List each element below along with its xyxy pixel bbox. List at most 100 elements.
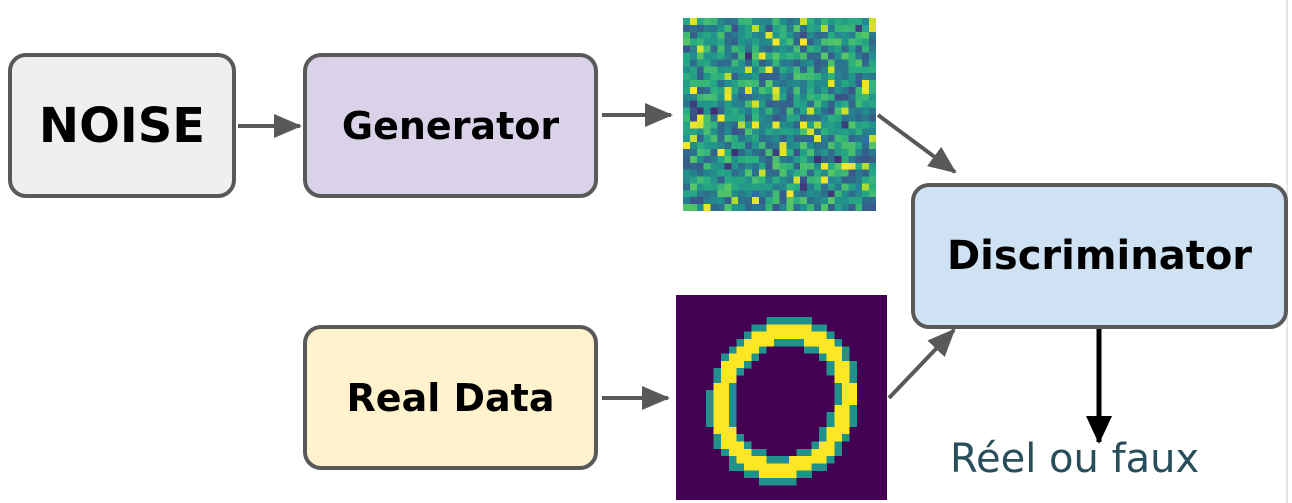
noise-pixel	[841, 169, 849, 177]
digit-pixel	[766, 463, 775, 471]
noise-pixel	[800, 135, 808, 143]
noise-pixel	[800, 45, 808, 53]
noise-pixel	[772, 38, 780, 46]
noise-pixel	[717, 183, 725, 191]
noise-pixel	[813, 86, 821, 94]
digit-pixel	[789, 316, 797, 325]
noise-pixel	[738, 197, 746, 205]
noise-pixel	[813, 190, 821, 198]
digit-pixel	[743, 331, 752, 340]
noise-pixel	[855, 128, 863, 136]
noise-pixel	[765, 93, 773, 101]
noise-pixel	[731, 80, 739, 88]
noise-pixel	[745, 142, 753, 150]
digit-pixel	[743, 463, 752, 471]
digit-pixel	[834, 404, 842, 413]
noise-pixel	[710, 24, 718, 32]
noise-pixel	[772, 190, 780, 198]
noise-pixel	[855, 86, 863, 94]
noise-pixel	[745, 93, 753, 101]
noise-pixel	[751, 24, 759, 32]
noise-pixel	[710, 59, 718, 67]
noise-pixel	[848, 183, 856, 191]
noise-pixel	[820, 31, 828, 39]
noise-pixel	[834, 135, 842, 143]
noise-pixel	[696, 86, 704, 94]
noise-pixel	[772, 162, 780, 170]
noise-pixel	[689, 66, 697, 74]
noise-pixel	[689, 176, 697, 184]
noise-pixel	[683, 121, 691, 129]
digit-pixel	[804, 316, 812, 325]
noise-pixel	[786, 183, 794, 191]
noise-pixel	[786, 86, 794, 94]
noise-pixel	[834, 73, 842, 81]
digit-pixel	[706, 412, 714, 420]
noise-pixel	[724, 93, 732, 101]
noise-pixel	[807, 107, 815, 115]
digit-pixel	[789, 324, 797, 332]
digit-pixel	[721, 390, 729, 398]
noise-pixel	[703, 155, 711, 163]
noise-pixel	[738, 135, 746, 143]
noise-pixel	[834, 100, 842, 108]
noise-pixel	[862, 176, 870, 184]
noise-pixel	[807, 176, 815, 184]
noise-pixel	[855, 66, 863, 74]
digit-pixel	[781, 338, 790, 347]
noise-pixel	[820, 197, 828, 205]
noise-pixel	[786, 176, 794, 184]
noise-pixel	[717, 148, 725, 156]
noise-pixel	[717, 135, 725, 143]
noise-pixel	[862, 24, 870, 32]
noise-pixel	[779, 18, 787, 26]
digit-pixel	[766, 324, 775, 332]
digit-pixel	[721, 397, 729, 405]
digit-pixel	[743, 456, 752, 464]
digit-pixel	[826, 456, 835, 464]
noise-pixel	[751, 107, 759, 115]
noise-pixel	[779, 24, 787, 32]
noise-pixel	[717, 59, 725, 67]
digit-pixel	[834, 360, 842, 369]
noise-pixel	[731, 162, 739, 170]
noise-pixel	[813, 24, 821, 32]
noise-pixel	[703, 169, 711, 177]
noise-pixel	[710, 52, 718, 60]
digit-pixel	[781, 316, 790, 325]
noise-pixel	[765, 176, 773, 184]
noise-pixel	[772, 183, 780, 191]
noise-pixel	[710, 148, 718, 156]
noise-pixel	[786, 59, 794, 67]
noise-pixel	[786, 52, 794, 60]
noise-pixel	[772, 197, 780, 205]
noise-pixel	[862, 142, 870, 150]
noise-pixel	[807, 142, 815, 150]
noise-pixel	[786, 100, 794, 108]
noise-pixel	[827, 80, 835, 88]
noise-pixel	[710, 190, 718, 198]
noise-pixel	[848, 73, 856, 81]
noise-pixel	[710, 142, 718, 150]
noise-pixel	[841, 142, 849, 150]
digit-pixel	[819, 346, 827, 354]
noise-pixel	[738, 128, 746, 136]
noise-pixel	[696, 24, 704, 32]
noise-pixel	[738, 59, 746, 67]
noise-pixel	[765, 45, 773, 53]
noise-pixel	[855, 176, 863, 184]
noise-pixel	[869, 162, 876, 170]
noise-pixel	[786, 204, 794, 211]
digit-pixel	[743, 441, 752, 449]
noise-pixel	[724, 169, 732, 177]
noise-pixel	[683, 135, 691, 143]
digit-pixel	[834, 353, 842, 362]
noise-pixel	[717, 176, 725, 184]
noise-pixel	[841, 107, 849, 115]
noise-pixel	[703, 114, 711, 122]
noise-pixel	[758, 31, 766, 39]
noise-pixel	[807, 148, 815, 156]
noise-pixel	[724, 73, 732, 81]
noise-pixel	[710, 155, 718, 163]
noise-pixel	[813, 100, 821, 108]
